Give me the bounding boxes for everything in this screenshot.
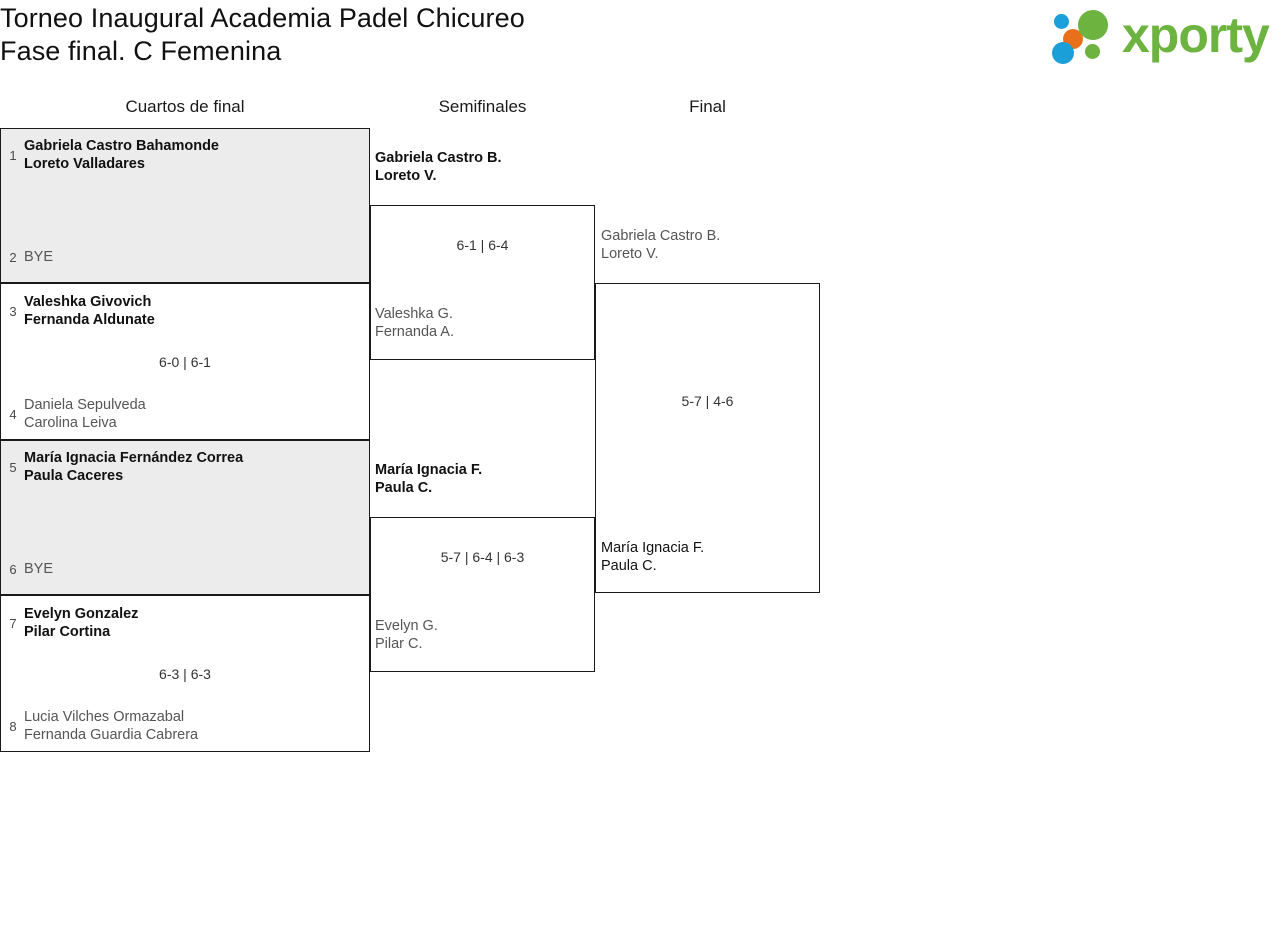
player-name-1: María Ignacia F. bbox=[601, 540, 705, 556]
seed-number: 5 bbox=[9, 459, 17, 475]
player-name-2: Loreto V. bbox=[601, 246, 659, 262]
team-names: Evelyn Gonzalez Pilar Cortina bbox=[24, 605, 138, 641]
team-slot[interactable]: 2 BYE bbox=[2, 246, 368, 268]
match-quarterfinal-1[interactable] bbox=[0, 128, 370, 283]
team-slot[interactable]: 8 Lucia Vilches Ormazabal Fernanda Guard… bbox=[2, 707, 368, 745]
player-name-2: Paula C. bbox=[601, 558, 657, 574]
logo-wordmark: xporty bbox=[1122, 7, 1270, 63]
team-names: Gabriela Castro B. Loreto V. bbox=[601, 227, 720, 263]
round-header-final: Final bbox=[689, 97, 726, 116]
seed-number: 6 bbox=[9, 561, 17, 577]
round-header-semifinals: Semifinales bbox=[438, 97, 527, 116]
match-quarterfinal-4[interactable] bbox=[0, 595, 370, 752]
logo-dot-blue-small bbox=[1054, 14, 1069, 29]
player-name-2: Pilar C. bbox=[375, 636, 423, 652]
seed-number: 7 bbox=[9, 615, 17, 631]
team-names: Gabriela Castro Bahamonde Loreto Vallada… bbox=[24, 137, 219, 173]
player-name-1: Gabriela Castro B. bbox=[375, 150, 502, 166]
match-score: 6-1 | 6-4 bbox=[456, 237, 509, 253]
match-score: 6-0 | 6-1 bbox=[159, 354, 211, 370]
team-names: BYE bbox=[24, 248, 53, 266]
team-names: BYE bbox=[24, 560, 53, 578]
team-slot[interactable]: Gabriela Castro B. Loreto V. bbox=[375, 148, 593, 186]
team-names: Daniela Sepulveda Carolina Leiva bbox=[24, 396, 146, 432]
seed-number: 8 bbox=[9, 718, 17, 734]
player-name-1: Valeshka Givovich bbox=[24, 294, 152, 310]
team-names: Lucia Vilches Ormazabal Fernanda Guardia… bbox=[24, 708, 198, 744]
match-score: 6-3 | 6-3 bbox=[159, 666, 211, 682]
match-score: 5-7 | 4-6 bbox=[681, 393, 734, 409]
team-slot[interactable]: 5 María Ignacia Fernández Correa Paula C… bbox=[2, 448, 368, 486]
seed-number: 4 bbox=[9, 406, 17, 422]
seed-number: 2 bbox=[9, 249, 17, 265]
player-name-1: BYE bbox=[24, 561, 54, 577]
team-names: Evelyn G. Pilar C. bbox=[375, 617, 438, 653]
player-name-1: BYE bbox=[24, 249, 54, 265]
team-slot[interactable]: Valeshka G. Fernanda A. bbox=[375, 304, 593, 342]
logo-dot-green-large bbox=[1078, 10, 1108, 40]
team-slot-champion[interactable]: María Ignacia F. Paula C. bbox=[601, 538, 819, 576]
page-header: Torneo Inaugural Academia Padel Chicureo… bbox=[0, 0, 1280, 88]
match-quarterfinal-2[interactable] bbox=[0, 283, 370, 440]
match-semifinal-2[interactable] bbox=[370, 517, 595, 672]
player-name-2: Paula Caceres bbox=[24, 468, 124, 484]
match-final[interactable] bbox=[595, 283, 820, 593]
player-name-1: Valeshka G. bbox=[375, 306, 453, 322]
team-names: María Ignacia F. Paula C. bbox=[601, 539, 704, 575]
player-name-1: Daniela Sepulveda bbox=[24, 397, 146, 413]
logo-dot-green-small bbox=[1085, 44, 1100, 59]
tournament-name: Torneo Inaugural Academia Padel Chicureo bbox=[0, 3, 525, 33]
match-quarterfinal-3[interactable] bbox=[0, 440, 370, 595]
team-slot[interactable]: 1 Gabriela Castro Bahamonde Loreto Valla… bbox=[2, 136, 368, 174]
xporty-logo[interactable]: xporty bbox=[1052, 6, 1274, 68]
team-names: María Ignacia F. Paula C. bbox=[375, 461, 482, 497]
player-name-1: Evelyn Gonzalez bbox=[24, 606, 139, 622]
player-name-1: Gabriela Castro Bahamonde bbox=[24, 138, 219, 154]
team-slot[interactable]: 3 Valeshka Givovich Fernanda Aldunate bbox=[2, 292, 368, 330]
seed-number: 1 bbox=[9, 147, 17, 163]
player-name-1: Lucia Vilches Ormazabal bbox=[24, 709, 185, 725]
seed-number: 3 bbox=[9, 303, 17, 319]
team-slot[interactable]: 4 Daniela Sepulveda Carolina Leiva bbox=[2, 395, 368, 433]
team-names: Gabriela Castro B. Loreto V. bbox=[375, 149, 502, 185]
team-slot[interactable]: Gabriela Castro B. Loreto V. bbox=[601, 226, 819, 264]
team-names: Valeshka G. Fernanda A. bbox=[375, 305, 454, 341]
player-name-2: Fernanda A. bbox=[375, 324, 454, 340]
logo-dots-icon bbox=[1052, 8, 1122, 66]
match-semifinal-1[interactable] bbox=[370, 205, 595, 360]
team-slot[interactable]: 7 Evelyn Gonzalez Pilar Cortina bbox=[2, 604, 368, 642]
match-score: 5-7 | 6-4 | 6-3 bbox=[440, 549, 525, 565]
player-name-2: Loreto Valladares bbox=[24, 156, 145, 172]
player-name-1: Gabriela Castro B. bbox=[601, 228, 721, 244]
player-name-2: Fernanda Aldunate bbox=[24, 312, 155, 328]
player-name-1: María Ignacia Fernández Correa bbox=[24, 450, 244, 466]
tournament-phase: Fase final. C Femenina bbox=[0, 36, 282, 66]
team-names: Valeshka Givovich Fernanda Aldunate bbox=[24, 293, 155, 329]
team-slot[interactable]: 6 BYE bbox=[2, 558, 368, 580]
player-name-2: Pilar Cortina bbox=[24, 624, 111, 640]
logo-dot-blue-large bbox=[1052, 42, 1074, 64]
team-slot[interactable]: María Ignacia F. Paula C. bbox=[375, 460, 593, 498]
player-name-2: Loreto V. bbox=[375, 168, 437, 184]
team-slot[interactable]: Evelyn G. Pilar C. bbox=[375, 616, 593, 654]
player-name-2: Carolina Leiva bbox=[24, 415, 117, 431]
player-name-2: Fernanda Guardia Cabrera bbox=[24, 727, 199, 743]
player-name-2: Paula C. bbox=[375, 480, 433, 496]
player-name-1: Evelyn G. bbox=[375, 618, 438, 634]
player-name-1: María Ignacia F. bbox=[375, 462, 483, 478]
page-title: Torneo Inaugural Academia Padel Chicureo… bbox=[0, 2, 900, 68]
round-header-quarterfinals: Cuartos de final bbox=[125, 97, 245, 116]
team-names: María Ignacia Fernández Correa Paula Cac… bbox=[24, 449, 243, 485]
